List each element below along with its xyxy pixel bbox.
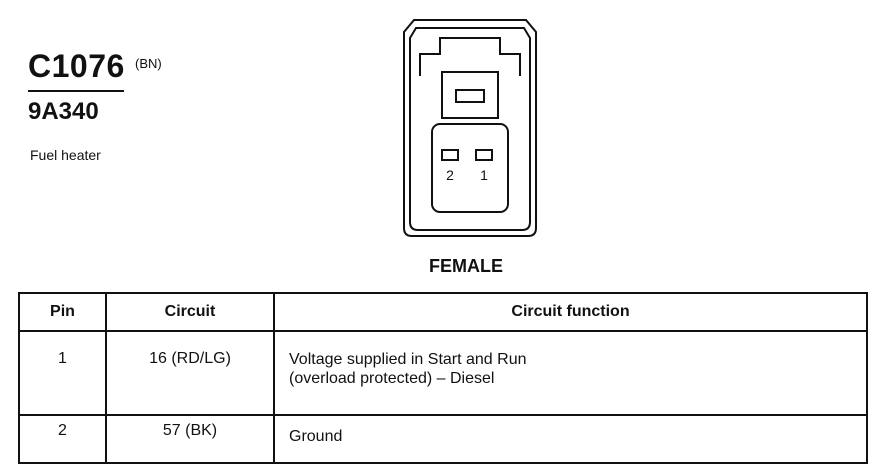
header-circuit: Circuit <box>105 292 275 332</box>
table-header-row: Pin Circuit Circuit function <box>18 292 868 332</box>
latch-tab <box>441 71 499 119</box>
connector-face-diagram: 2 1 <box>403 19 537 237</box>
cell-circuit-function: Ground <box>273 414 868 464</box>
component-name: Fuel heater <box>30 147 101 163</box>
header-pin: Pin <box>18 292 107 332</box>
title-underline <box>28 90 124 92</box>
cell-pin: 2 <box>18 414 107 464</box>
connector-housing-inner <box>409 27 531 231</box>
cell-circuit: 16 (RD/LG) <box>105 330 275 416</box>
cell-circuit-function: Voltage supplied in Start and Run (overl… <box>273 330 868 416</box>
pin-1-cavity <box>475 149 493 161</box>
connector-id: C1076 <box>28 48 125 84</box>
latch-window <box>455 89 485 103</box>
terminal-cavity-body <box>431 123 509 213</box>
function-line: Ground <box>289 428 343 445</box>
table-row: 1 16 (RD/LG) Voltage supplied in Start a… <box>18 330 868 416</box>
function-line: Voltage supplied in Start and Run <box>289 351 527 368</box>
pin-label-1: 1 <box>480 167 488 183</box>
pin-label-2: 2 <box>446 167 454 183</box>
table-row: 2 57 (BK) Ground <box>18 414 868 464</box>
pin-2-cavity <box>441 149 459 161</box>
wire-color-code: (BN) <box>135 56 162 71</box>
header-circuit-function: Circuit function <box>273 292 868 332</box>
cell-circuit: 57 (BK) <box>105 414 275 464</box>
connector-gender-label: FEMALE <box>429 256 503 276</box>
part-number: 9A340 <box>28 98 99 125</box>
pinout-table: Pin Circuit Circuit function 1 16 (RD/LG… <box>18 292 868 464</box>
connector-housing-outer <box>403 19 537 237</box>
locking-latch <box>419 37 521 76</box>
cell-pin: 1 <box>18 330 107 416</box>
function-line: (overload protected) – Diesel <box>289 370 495 387</box>
